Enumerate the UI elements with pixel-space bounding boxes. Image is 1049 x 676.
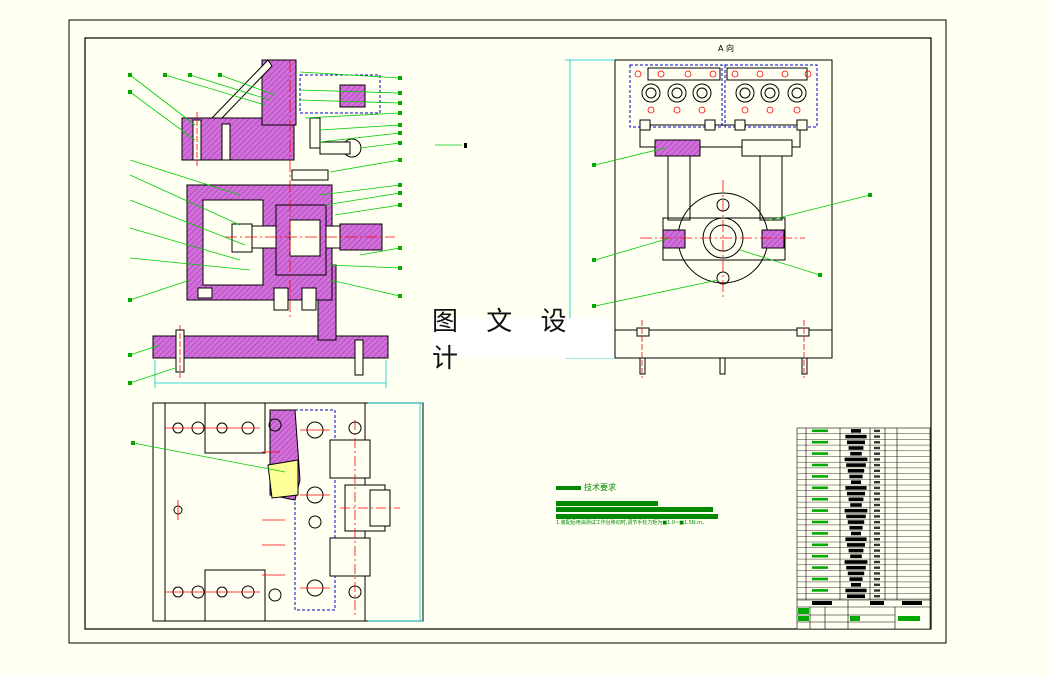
top-view <box>152 402 424 622</box>
parts-list-code-mark <box>812 497 828 501</box>
parts-list-code-mark <box>812 543 828 547</box>
parts-list-rows <box>797 429 930 600</box>
parts-list-name-mark <box>846 463 866 467</box>
parts-list-name-mark <box>851 429 861 433</box>
parts-list-code-mark <box>812 566 828 569</box>
parts-list-qty-mark <box>874 481 880 484</box>
parts-list-qty-mark <box>874 429 880 433</box>
parts-list-code-mark <box>812 554 828 558</box>
parts-list-qty-mark <box>874 572 880 575</box>
parts-list-code-mark <box>812 486 828 490</box>
title-block-marks <box>798 601 922 621</box>
parts-list-code-mark <box>812 429 828 433</box>
parts-list-qty-mark <box>874 509 880 512</box>
parts-list-qty-mark <box>874 498 880 501</box>
parts-list-code-mark <box>812 475 828 478</box>
parts-list-qty-mark <box>874 486 880 490</box>
parts-list-name-mark <box>851 480 861 484</box>
part-balloons-view-a <box>592 163 872 308</box>
tech-requirements-title: 技术要求 <box>584 483 616 492</box>
parts-list-qty-mark <box>874 435 880 438</box>
leader-top-view <box>131 441 286 473</box>
parts-list-qty-mark <box>874 577 880 581</box>
parts-list-name-mark <box>848 548 864 553</box>
parts-list-name-mark <box>851 583 861 587</box>
parts-list-name-mark <box>847 571 865 576</box>
parts-list-name-mark <box>848 497 864 502</box>
parts-list-name-mark <box>847 469 865 473</box>
parts-list-qty-mark <box>874 475 880 478</box>
parts-list-qty-mark <box>874 492 880 495</box>
leader-lines-view-a <box>594 147 871 307</box>
parts-list-name-mark <box>850 554 862 559</box>
parts-list-name-mark <box>847 520 865 524</box>
view-a <box>565 59 833 378</box>
parts-list-code-mark <box>812 440 828 444</box>
parts-list-name-mark <box>846 565 866 570</box>
inner-border <box>84 37 932 630</box>
leader-lines-left <box>129 71 462 384</box>
parts-list-qty-mark <box>874 549 880 552</box>
parts-list-name-mark <box>845 434 867 439</box>
parts-list-qty-mark <box>874 463 880 467</box>
parts-list-name-mark <box>847 594 865 598</box>
parts-list-name-mark <box>849 526 863 530</box>
parts-list-name-mark <box>845 537 867 541</box>
parts-list-name-mark <box>849 474 863 479</box>
parts-list-qty-mark <box>874 520 880 524</box>
parts-list-qty-mark <box>874 538 880 541</box>
parts-list-name-mark <box>844 457 868 462</box>
parts-list-code-mark <box>812 509 828 512</box>
parts-list-name-mark <box>845 588 867 593</box>
parts-list-qty-mark <box>874 583 880 586</box>
parts-list-qty-mark <box>874 595 880 598</box>
watermark-label: 图 文 设 计 <box>432 307 614 374</box>
parts-list-name-mark <box>847 543 865 547</box>
parts-list-qty-mark <box>874 532 880 535</box>
parts-list-name-mark <box>849 577 863 581</box>
parts-list-code-mark <box>812 577 828 581</box>
parts-list-qty-mark <box>874 452 880 455</box>
parts-list-qty-mark <box>874 589 880 592</box>
parts-list-name-mark <box>847 440 865 445</box>
parts-list-qty-mark <box>874 543 880 547</box>
parts-list-code-mark <box>812 452 828 455</box>
parts-list-code-mark <box>812 520 828 524</box>
parts-list-code-mark <box>812 463 828 467</box>
parts-list-qty-mark <box>874 526 880 529</box>
parts-list-code-mark <box>812 532 828 535</box>
tech-requirements-note: 1.装配后用油测试工作台移动时,调节手轮力矩为■1.0~■1.5N.m。 <box>556 520 708 526</box>
parts-list-name-mark <box>850 451 862 456</box>
tech-requirements-bars <box>556 486 718 519</box>
parts-list-qty-mark <box>874 515 880 518</box>
parts-list-code-mark <box>812 589 828 592</box>
parts-list-name-mark <box>846 514 866 519</box>
parts-list-name-mark <box>844 560 868 564</box>
parts-list-qty-mark <box>874 469 880 472</box>
parts-list-name-mark <box>845 486 867 490</box>
part-balloons-left <box>128 73 467 385</box>
parts-list-name-mark <box>850 503 862 507</box>
parts-list-name-mark <box>847 491 865 496</box>
parts-list-qty-mark <box>874 560 880 564</box>
parts-list-name-mark <box>851 531 861 536</box>
parts-list-qty-mark <box>874 503 880 507</box>
parts-list-qty-mark <box>874 555 880 558</box>
parts-list-name-mark <box>844 508 868 513</box>
parts-list-qty-mark <box>874 458 880 461</box>
parts-list-name-mark <box>848 446 864 450</box>
outer-border <box>68 19 947 644</box>
parts-list-qty-mark <box>874 566 880 569</box>
view-a-label: A 向 <box>718 44 735 53</box>
parts-list-qty-mark <box>874 441 880 444</box>
parts-list-qty-mark <box>874 446 880 450</box>
section-view <box>152 59 395 388</box>
